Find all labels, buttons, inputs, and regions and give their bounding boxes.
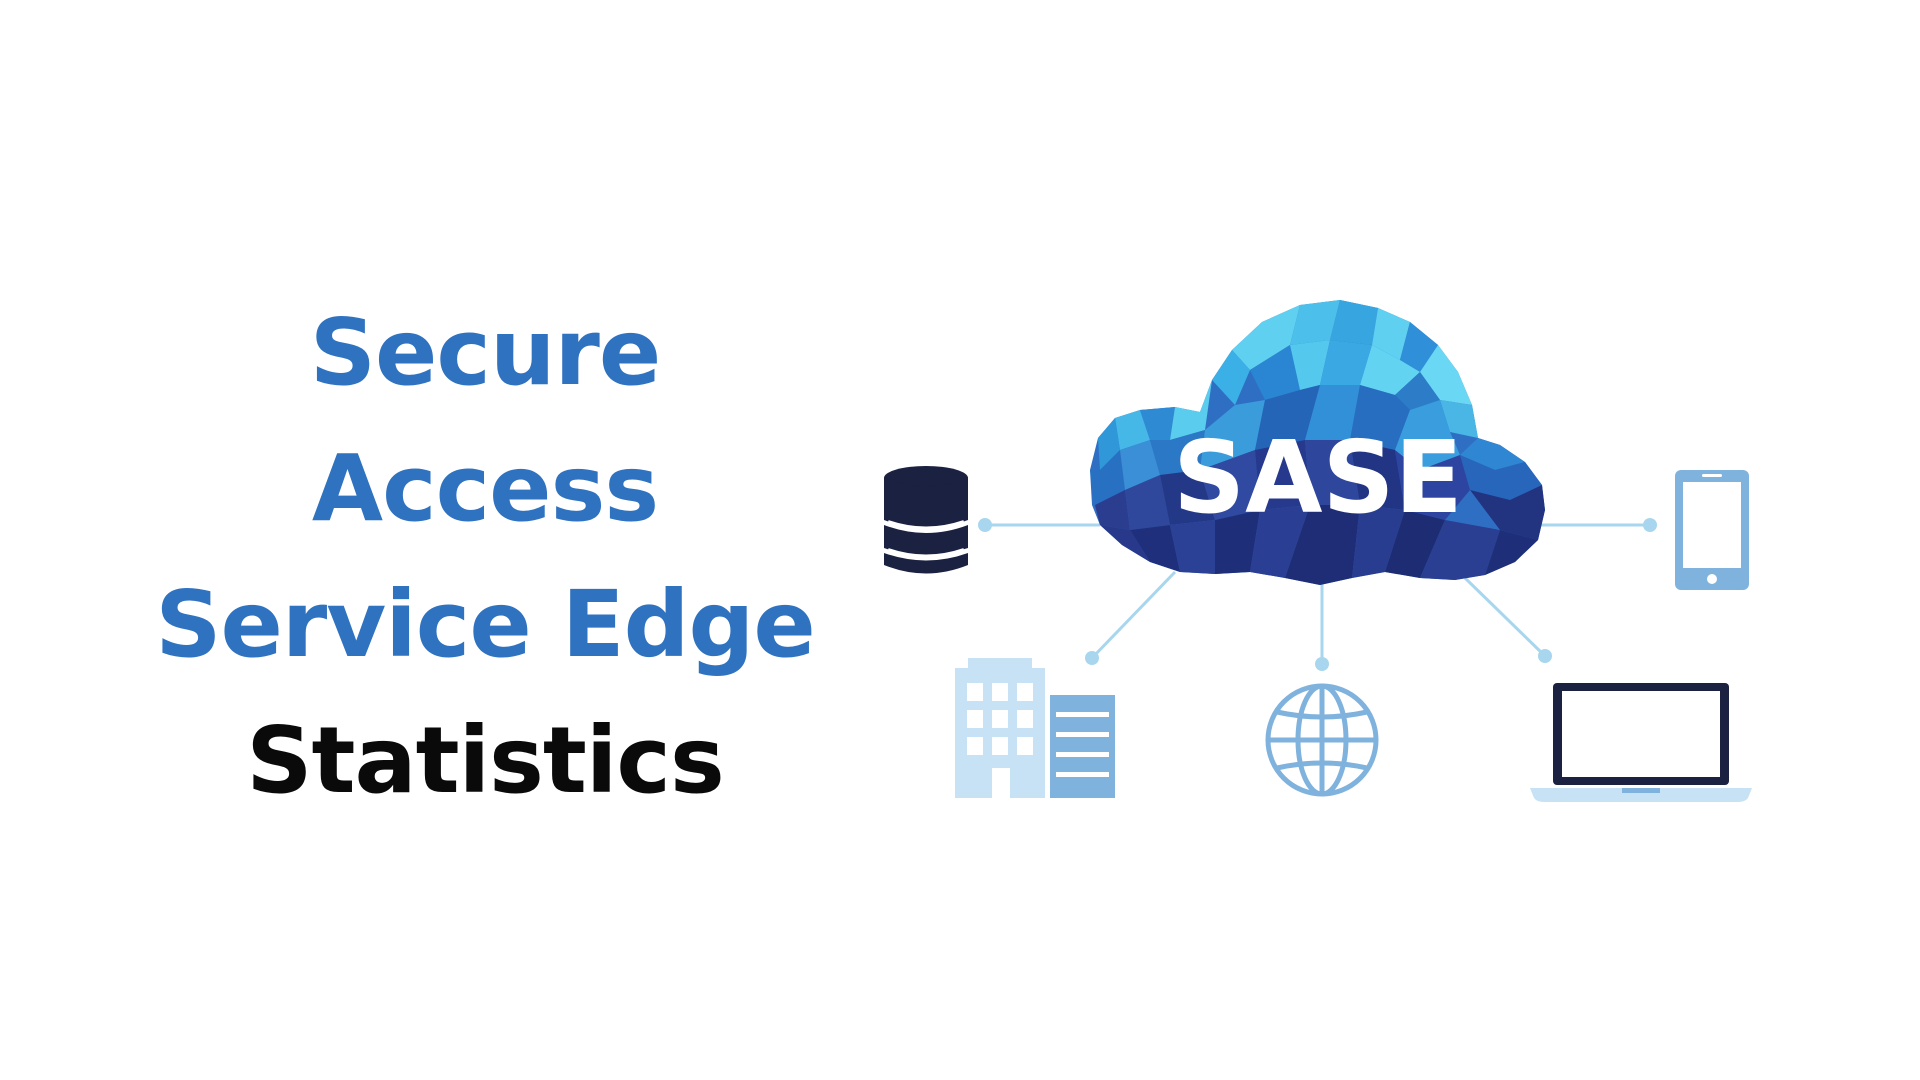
laptop-icon [1530,683,1752,802]
connector-dot-smartphone [1643,518,1657,532]
title-line-access: Access [311,435,659,542]
connector-laptop [1463,576,1547,658]
globe-icon [1265,683,1379,797]
smartphone-icon [1675,470,1749,590]
connector-dot-laptop [1538,649,1552,663]
connector-lines [978,518,1657,671]
title-line-service-edge: Service Edge [155,571,815,678]
building-icon [955,658,1115,798]
title-line-statistics: Statistics [246,707,724,814]
cloud-label: SASE [1173,419,1463,536]
connector-dot-building [1085,651,1099,665]
connector-building [1090,570,1177,660]
sase-cloud-icon: SASE [1090,300,1545,585]
connector-dot-database [978,518,992,532]
connector-dot-globe [1315,657,1329,671]
title-line-secure: Secure [309,299,661,406]
title-block: Secure Access Service Edge Statistics [120,285,850,829]
database-icon [884,466,968,574]
